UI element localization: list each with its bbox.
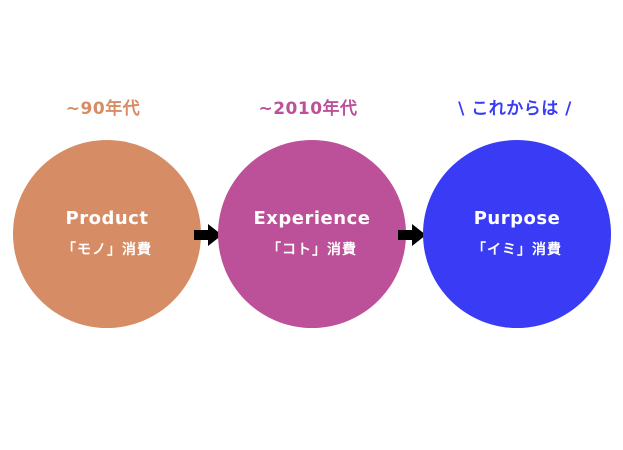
- stage-subtitle: 「コト」消費: [267, 241, 357, 258]
- right-arrow-icon: [194, 224, 222, 246]
- stage-circle-experience: Experience 「コト」消費: [218, 140, 406, 328]
- right-arrow-icon: [398, 224, 426, 246]
- stage-title: Purpose: [473, 207, 561, 229]
- stage-circle-purpose: Purpose 「イミ」消費: [423, 140, 611, 328]
- stage-circle-product: Product 「モノ」消費: [13, 140, 201, 328]
- era-label-90s: ~90年代: [65, 99, 141, 119]
- stage-title: Experience: [253, 207, 371, 229]
- stage-title: Product: [65, 207, 149, 229]
- era-label-future: \ これからは /: [458, 99, 572, 119]
- stage-subtitle: 「イミ」消費: [472, 241, 562, 258]
- stage-subtitle: 「モノ」消費: [62, 241, 152, 258]
- era-label-2010s: ~2010年代: [258, 99, 358, 119]
